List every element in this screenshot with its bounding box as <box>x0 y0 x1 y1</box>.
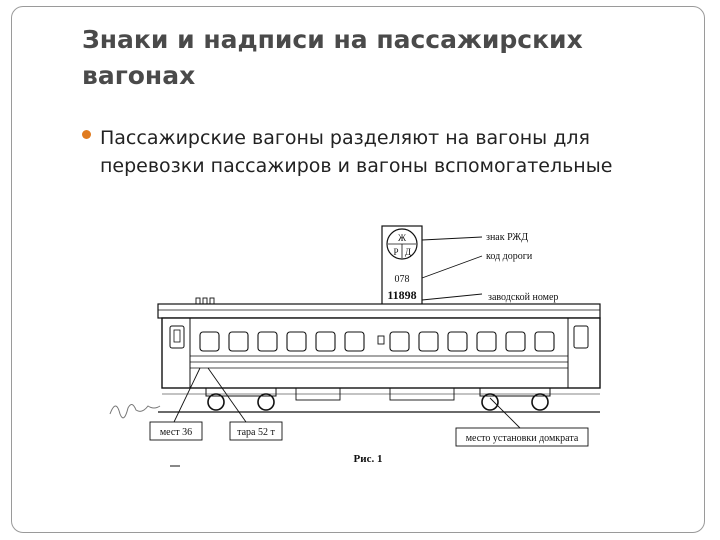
bullet-dot-icon <box>82 130 91 139</box>
figure-caption: Рис. 1 <box>354 453 383 465</box>
emblem-plate: Ж Р Д 078 11898 <box>381 225 423 307</box>
emblem-letter-zh: Ж <box>398 233 407 243</box>
emblem-letter-r: Р <box>393 247 398 257</box>
bottom-leader-lines <box>173 367 521 429</box>
label-factory-number: заводской номер <box>488 292 558 303</box>
slide-frame <box>11 6 705 533</box>
label-road-code: код дороги <box>486 251 533 262</box>
railcar-diagram: Ж Р Д 078 11898 знак РЖД код дороги заво… <box>109 225 601 467</box>
road-code-number: 078 <box>395 274 410 285</box>
slide-title: Знаки и надписи на пассажирских вагонах <box>82 25 583 90</box>
bullet-text: Пассажирские вагоны разделяют на вагоны … <box>100 127 613 177</box>
railcar-body <box>157 297 601 413</box>
label-jack-place: место установки домкрата <box>466 433 579 444</box>
factory-number: 11898 <box>387 288 416 302</box>
label-rzd-sign: знак РЖД <box>486 232 528 243</box>
handwritten-mark <box>109 404 161 419</box>
label-seats: мест 36 <box>160 427 192 438</box>
label-tare: тара 52 т <box>237 427 275 438</box>
emblem-letter-d: Д <box>405 247 411 257</box>
